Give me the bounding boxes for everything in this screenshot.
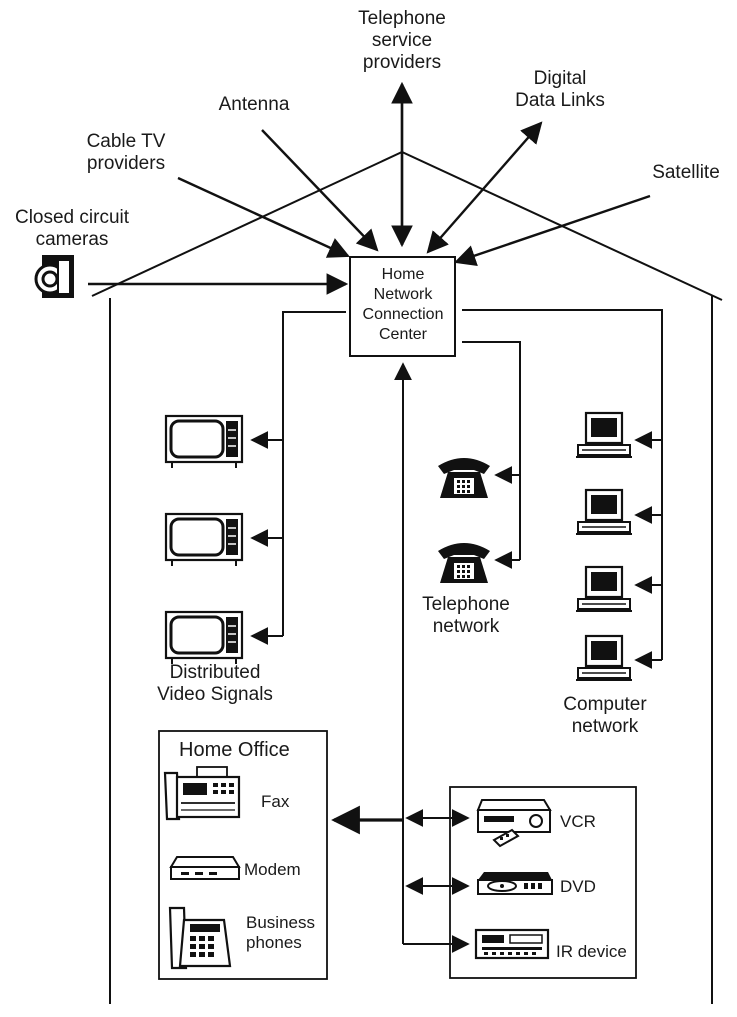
telephone-icon bbox=[438, 543, 490, 583]
digital-data-links-label: Digital Data Links bbox=[515, 68, 605, 111]
arrow-antenna bbox=[261, 129, 379, 252]
business-phone-icon bbox=[168, 906, 232, 970]
service-links bbox=[88, 81, 651, 295]
dvd-icon bbox=[477, 872, 553, 895]
distributed-video-signals-label: Distributed Video Signals bbox=[157, 662, 273, 705]
connection-center-label: Home Network Connection Center bbox=[362, 266, 444, 343]
connection-center-box bbox=[349, 256, 456, 357]
home-office-title: Home Office bbox=[179, 739, 290, 761]
av-devices-box bbox=[449, 786, 637, 979]
dvd-label: DVD bbox=[560, 877, 596, 896]
arrow-satellite bbox=[453, 194, 651, 266]
modem-icon bbox=[169, 856, 241, 880]
television-icon bbox=[164, 512, 244, 566]
computer-icon bbox=[576, 634, 632, 681]
telephone-network-label: Telephone network bbox=[422, 594, 510, 637]
modem-label: Modem bbox=[244, 860, 301, 879]
television-icon bbox=[164, 414, 244, 468]
computer-icon bbox=[576, 488, 632, 535]
fax-icon bbox=[163, 766, 241, 821]
camera-icon bbox=[34, 255, 74, 298]
vcr-label: VCR bbox=[560, 812, 596, 831]
home-office-box bbox=[158, 730, 328, 980]
fax-label: Fax bbox=[261, 792, 290, 811]
arrow-digital-data-links bbox=[426, 121, 543, 254]
satellite-label: Satellite bbox=[652, 162, 720, 183]
antenna-label: Antenna bbox=[218, 94, 290, 115]
computer-network-label: Computer network bbox=[563, 694, 647, 737]
television-icon bbox=[164, 610, 244, 664]
ir-device-icon bbox=[474, 928, 550, 960]
closed-circuit-cameras-label: Closed circuit cameras bbox=[14, 207, 130, 250]
telephone-service-providers-label: Telephone service providers bbox=[358, 8, 446, 73]
vcr-icon bbox=[476, 799, 552, 848]
computer-icon bbox=[576, 565, 632, 612]
telephone-icon bbox=[438, 458, 490, 498]
business-phones-label: Business phones bbox=[246, 913, 315, 952]
cable-tv-providers-label: Cable TV providers bbox=[86, 131, 166, 174]
arrow-cable-tv bbox=[177, 176, 350, 258]
internal-wiring bbox=[250, 309, 663, 953]
computer-icon bbox=[576, 411, 632, 458]
ir-device-label: IR device bbox=[556, 942, 627, 961]
